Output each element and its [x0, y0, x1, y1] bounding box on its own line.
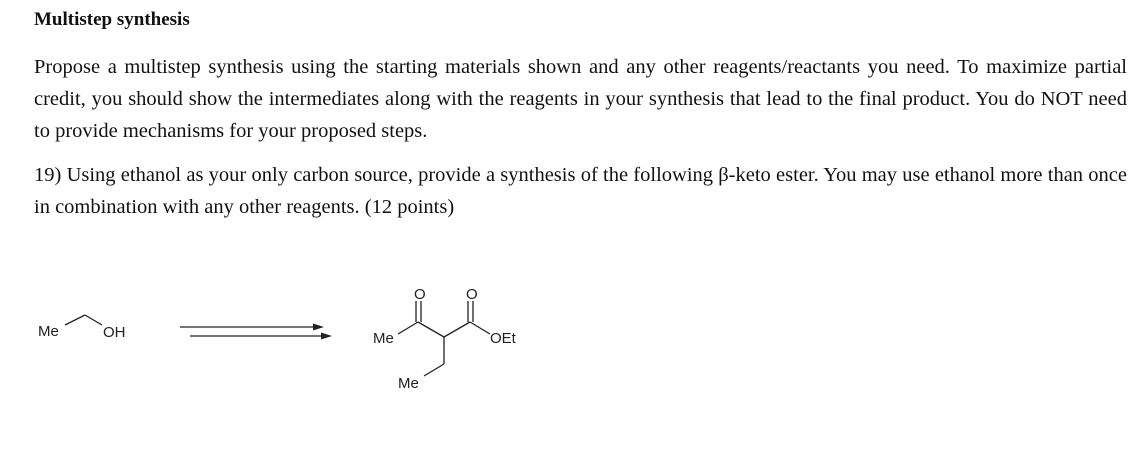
- reaction-scheme-svg: Me OH Me O: [38, 286, 517, 392]
- ester-oet-label: OEt: [490, 330, 517, 347]
- ester-oxygen-label: O: [466, 286, 478, 303]
- reactant-bond-2: [84, 314, 103, 326]
- product-me-label: Me: [373, 330, 394, 347]
- reactant-bond-1: [64, 314, 86, 326]
- ethyl-me-label: Me: [398, 375, 419, 392]
- reactant-ethanol: Me OH: [38, 314, 126, 341]
- question-paragraph: 19) Using ethanol as your only carbon so…: [34, 164, 1127, 218]
- section-heading: Multistep synthesis: [34, 9, 190, 30]
- ketone-oxygen-label: O: [414, 286, 426, 303]
- reaction-arrow: [180, 323, 332, 340]
- reactant-me-label: Me: [38, 323, 59, 340]
- reaction-scheme: Me OH Me O: [0, 270, 600, 400]
- instructions-paragraph: Propose a multistep synthesis using the …: [34, 56, 1127, 142]
- product-beta-keto-ester: Me O O OEt Me: [373, 286, 517, 392]
- reactant-oh-label: OH: [103, 324, 126, 341]
